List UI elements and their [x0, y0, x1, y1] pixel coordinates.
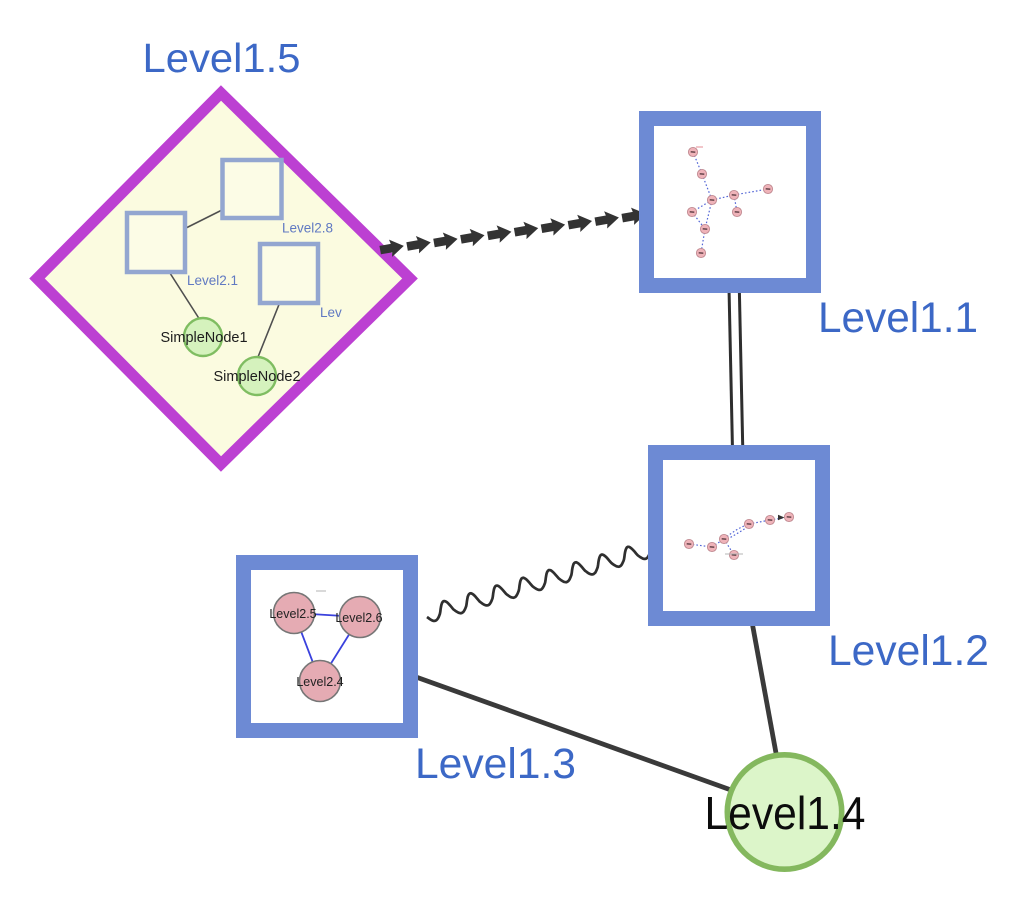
svg-text:Level1.3: Level1.3 [415, 740, 576, 788]
svg-text:Level1.4: Level1.4 [705, 787, 866, 839]
svg-text:Level2.5: Level2.5 [269, 607, 316, 621]
svg-text:Lev: Lev [320, 305, 342, 320]
svg-text:Level1.2: Level1.2 [828, 627, 989, 675]
svg-text:Level1.1: Level1.1 [818, 294, 978, 342]
svg-text:SimpleNode2: SimpleNode2 [213, 369, 300, 385]
svg-text:Level1.5: Level1.5 [143, 35, 301, 81]
svg-text:Level2.8: Level2.8 [282, 221, 333, 236]
svg-text:Level2.1: Level2.1 [187, 273, 238, 288]
svg-text:SimpleNode1: SimpleNode1 [160, 330, 247, 346]
svg-text:Level2.4: Level2.4 [296, 675, 343, 689]
svg-text:Level2.6: Level2.6 [335, 611, 382, 625]
